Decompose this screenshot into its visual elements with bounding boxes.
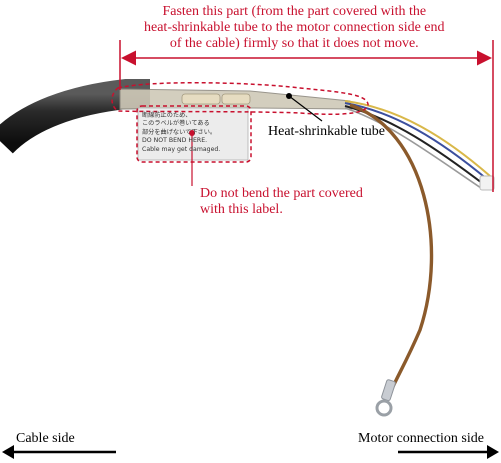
heat-tube-label: Heat-shrinkable tube: [268, 124, 386, 139]
fasten-note-line: Fasten this part (from the part covered …: [162, 4, 427, 19]
warning-label-line: このラベルが巻いてある: [142, 120, 210, 128]
warning-label-line: Cable may get damaged.: [142, 145, 221, 153]
wire-blue: [344, 102, 489, 181]
heat-tube-leader-dot: [286, 93, 292, 99]
heat-tube-outline: [111, 82, 369, 115]
warning-label-line: 断線防止のため、: [142, 112, 192, 119]
wire-grey: [344, 107, 485, 191]
fasten-note-line: of the cable) firmly so that it does not…: [169, 36, 419, 51]
fasten-note-line: heat-shrinkable tube to the motor connec…: [144, 20, 445, 35]
ring-terminal: [375, 399, 393, 417]
wire-yellow: [344, 100, 491, 177]
warning-label-text: 断線防止のため、 このラベルが巻いてある 部分を曲げないで下さい。 DO NOT…: [142, 112, 220, 154]
wire-connector: [479, 175, 495, 191]
motor-side-arrowhead: [487, 445, 499, 459]
heat-tube-leader: [288, 95, 323, 122]
fasten-note: Fasten this part (from the part covered …: [144, 4, 445, 52]
warning-label-line: DO NOT BEND HERE.: [142, 137, 208, 145]
tube-inner-connector: [181, 93, 221, 105]
black-cable: [0, 79, 150, 154]
brown-wire: [349, 103, 434, 399]
bend-leader-dot: [189, 130, 195, 136]
tube-inner-connector: [221, 93, 251, 105]
motor-side-label: Motor connection side: [358, 431, 484, 446]
bend-note-line: with this label.: [200, 202, 283, 217]
warning-label-outline: [136, 105, 252, 163]
cable-side-label: Cable side: [16, 431, 75, 446]
bend-note: Do not bend the part covered with this l…: [200, 186, 363, 218]
warning-label-line: 部分を曲げないで下さい。: [142, 128, 217, 136]
terminal-sleeve: [381, 379, 396, 402]
cable-side-arrowhead: [2, 445, 14, 459]
bend-note-line: Do not bend the part covered: [200, 186, 363, 201]
